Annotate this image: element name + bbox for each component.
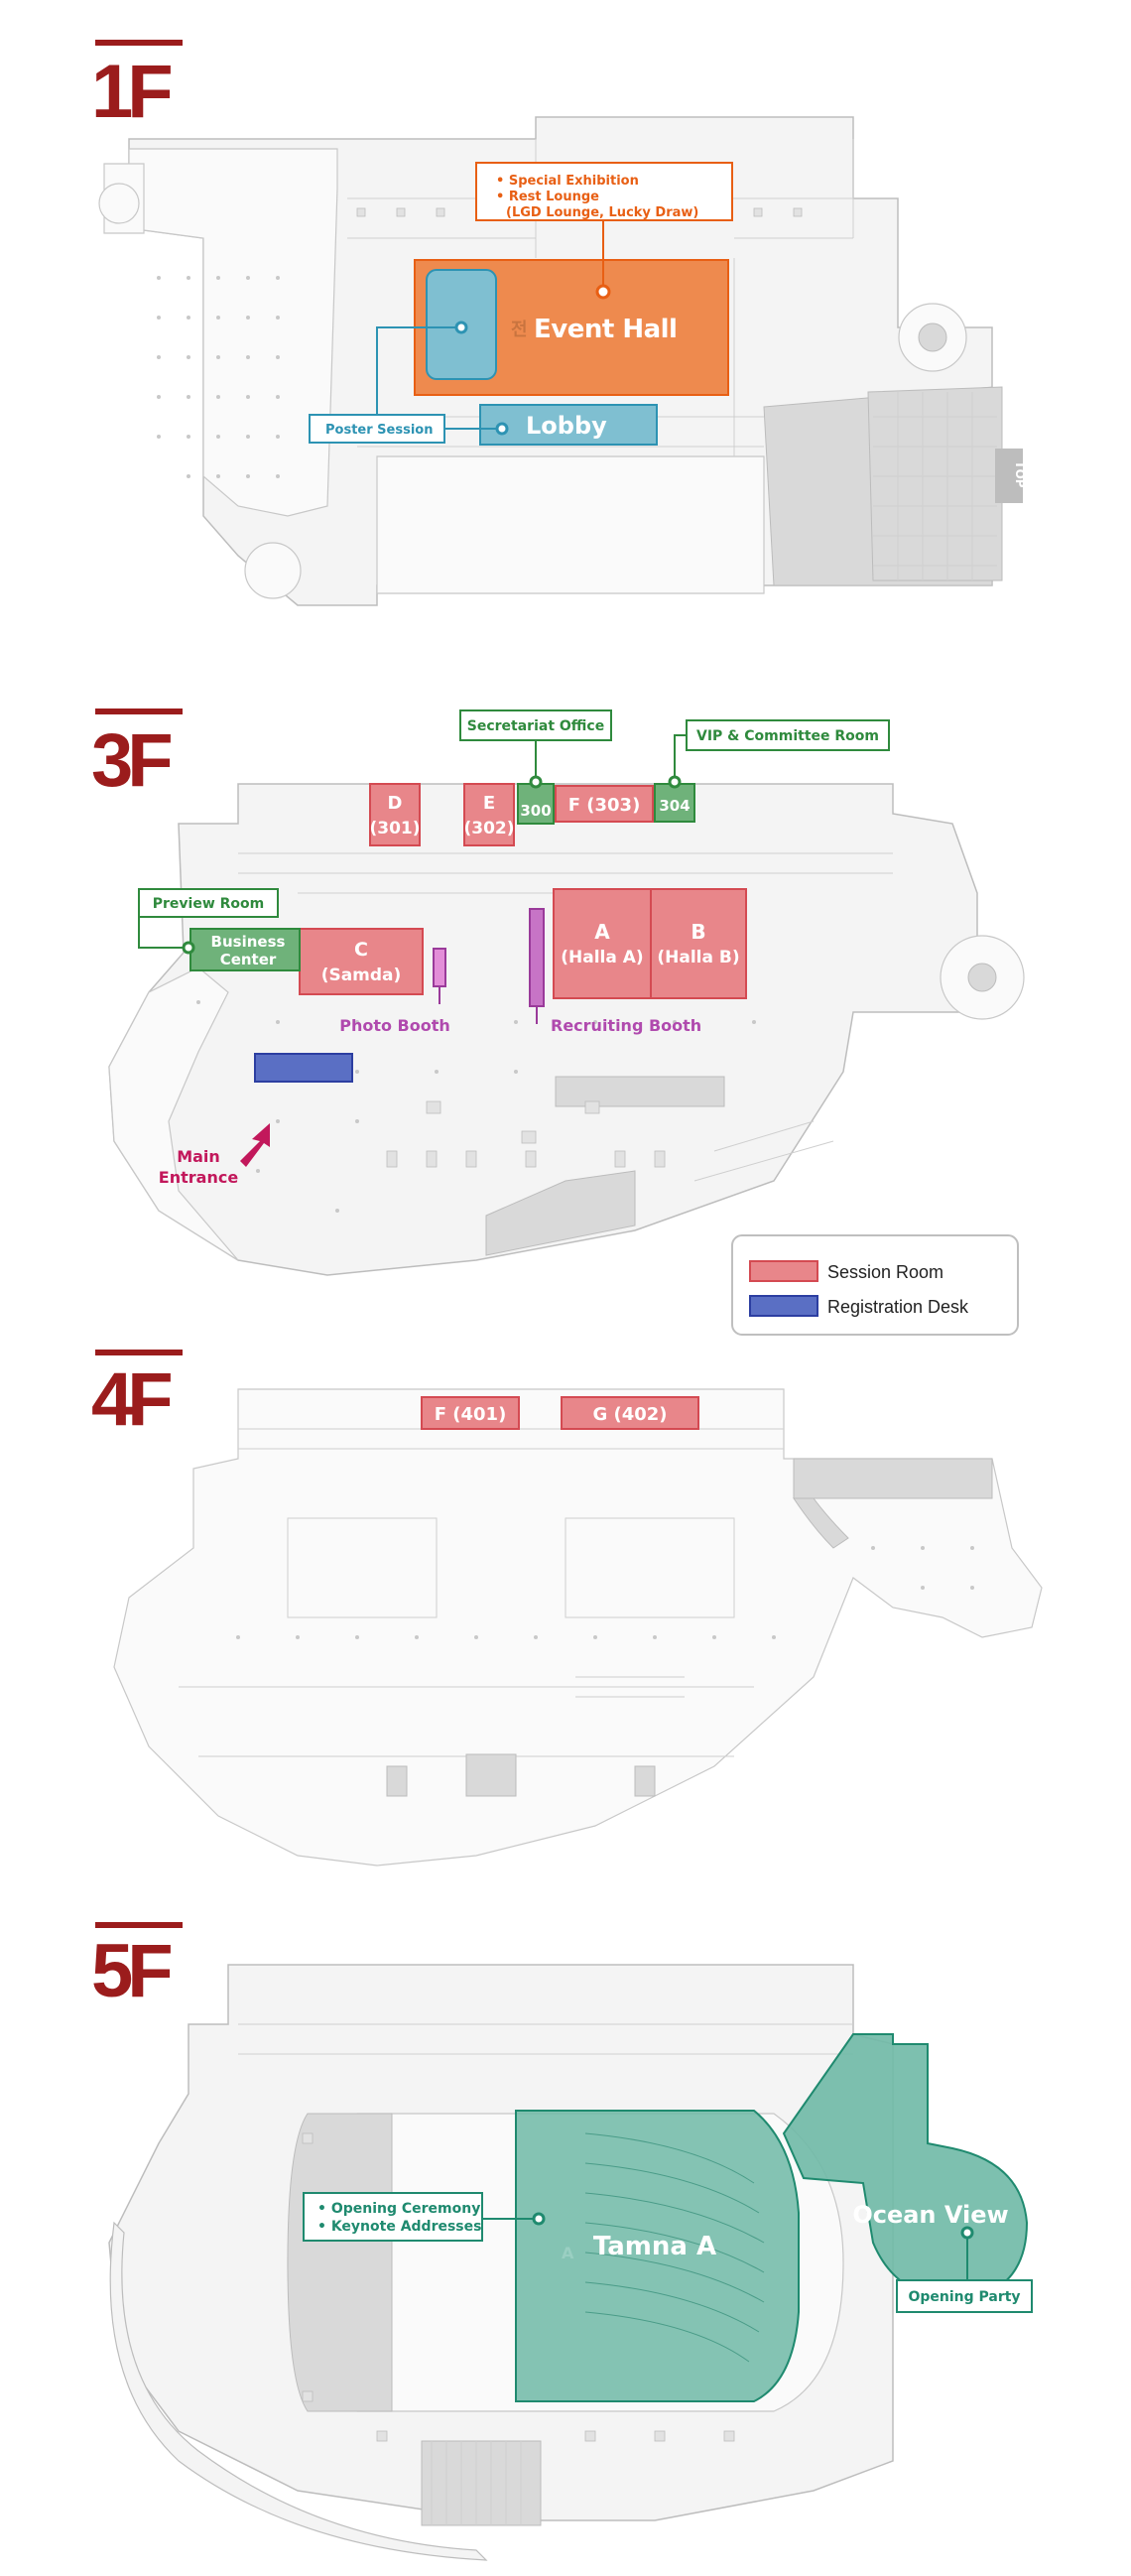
lobby-label: Lobby (526, 412, 607, 440)
room-f-303 (555, 785, 654, 823)
business-center (189, 928, 301, 971)
floor-5f-title-bar (95, 1922, 183, 1928)
floor-3f-title-bar (95, 708, 183, 714)
legend-registration-label: Registration Desk (827, 1297, 969, 1317)
recruiting-booth-label: Recruiting Booth (551, 1016, 701, 1035)
event-callout-line-1: • Special Exhibition (496, 174, 639, 189)
business-center-line-1: Business (211, 933, 286, 951)
floor-1f: 1F TOP (91, 40, 1027, 606)
floor-4f-dots (236, 1546, 974, 1639)
floor-1f-title: 1F (91, 50, 171, 134)
room-c-samda (299, 928, 424, 995)
room-300 (517, 783, 555, 825)
tamna-a-stage-letter: A (562, 2244, 574, 2262)
floor-3f-columns (386, 1100, 666, 1168)
floor-3f-title: 3F (91, 718, 171, 803)
ceremony-box (303, 2192, 483, 2242)
floor-1f-top-tag: TOP (1013, 460, 1027, 487)
room-f-303-label: F (303) (568, 795, 641, 816)
tamna-a-hall (515, 2110, 800, 2402)
photo-booth-label: Photo Booth (339, 1016, 450, 1035)
room-a-name: (Halla A) (561, 948, 643, 967)
secretariat-label: Secretariat Office (467, 718, 604, 734)
opening-party-label: Opening Party (908, 2289, 1020, 2305)
room-d-number: (301) (369, 819, 420, 838)
room-e-letter: E (483, 793, 495, 814)
room-d-letter: D (388, 793, 403, 814)
room-c-letter: C (354, 939, 368, 961)
floor-5f: 5F Tamna A A Ocean View Opening Party (91, 1922, 1033, 2561)
event-callout-line-3: (LGD Lounge, Lucky Draw) (506, 205, 698, 220)
legend-registration-swatch (749, 1295, 818, 1317)
floor-1f-top-tag-box (995, 449, 1023, 503)
room-f-401 (421, 1396, 520, 1430)
photo-booth-area (433, 948, 446, 987)
room-a-letter: A (594, 920, 610, 944)
opening-party-box (896, 2279, 1033, 2313)
floor-1f-title-bar (95, 40, 183, 46)
floor-1f-grid (873, 392, 997, 580)
room-e-302 (463, 783, 515, 846)
secretariat-box (459, 709, 612, 741)
legend-session-swatch (749, 1260, 818, 1282)
ceremony-line-1: • Opening Ceremony (317, 2201, 480, 2217)
main-entrance-arrow (240, 1123, 270, 1167)
floor-4f-title-bar (95, 1350, 183, 1355)
main-entrance-line-2: Entrance (159, 1168, 239, 1187)
floor-4f: 4F F (401) G (402) (91, 1350, 1043, 1867)
map-legend: Session Room Registration Desk (731, 1234, 1019, 1336)
floor-5f-title: 5F (91, 1929, 171, 2013)
room-g-402 (561, 1396, 699, 1430)
ocean-view-label: Ocean View (852, 2201, 1008, 2229)
business-center-line-2: Center (220, 951, 277, 968)
poster-session-label: Poster Session (325, 423, 433, 438)
room-304 (654, 783, 695, 823)
floor-4f-title: 4F (91, 1357, 171, 1442)
event-callout-line-2: • Rest Lounge (496, 190, 599, 204)
vip-room-label: VIP & Committee Room (696, 728, 879, 744)
floor-3f-plan (108, 783, 1025, 1276)
tamna-a-label: Tamna A (593, 2232, 716, 2261)
lobby-area (479, 404, 658, 446)
event-hall-prefix: 전 (511, 320, 528, 340)
room-b-name: (Halla B) (657, 948, 739, 967)
preview-room-label: Preview Room (153, 896, 265, 912)
room-b-letter: B (691, 920, 705, 944)
floor-4f-plan (113, 1388, 1043, 1867)
floor-5f-columns (302, 2132, 735, 2442)
room-c-name: (Samda) (321, 966, 402, 985)
legend-session-label: Session Room (827, 1262, 943, 1282)
room-d-301 (369, 783, 421, 846)
registration-desk (254, 1053, 353, 1083)
event-callout-box (475, 162, 733, 221)
room-304-label: 304 (659, 797, 690, 815)
event-hall-label: Event Hall (534, 315, 677, 344)
room-a-halla-a (553, 888, 652, 999)
room-300-label: 300 (520, 802, 551, 820)
floor-3f: 3F D (301) (91, 708, 1025, 1336)
room-g-402-label: G (402) (592, 1404, 667, 1425)
room-f-401-label: F (401) (435, 1404, 507, 1425)
floor-1f-dots (157, 276, 280, 478)
room-b-halla-b (650, 888, 747, 999)
main-entrance-line-1: Main (177, 1147, 220, 1166)
room-e-number: (302) (463, 819, 514, 838)
recruiting-booth-area (529, 908, 545, 1007)
vip-room-box (686, 719, 890, 751)
ceremony-line-2: • Keynote Addresses (317, 2219, 481, 2235)
